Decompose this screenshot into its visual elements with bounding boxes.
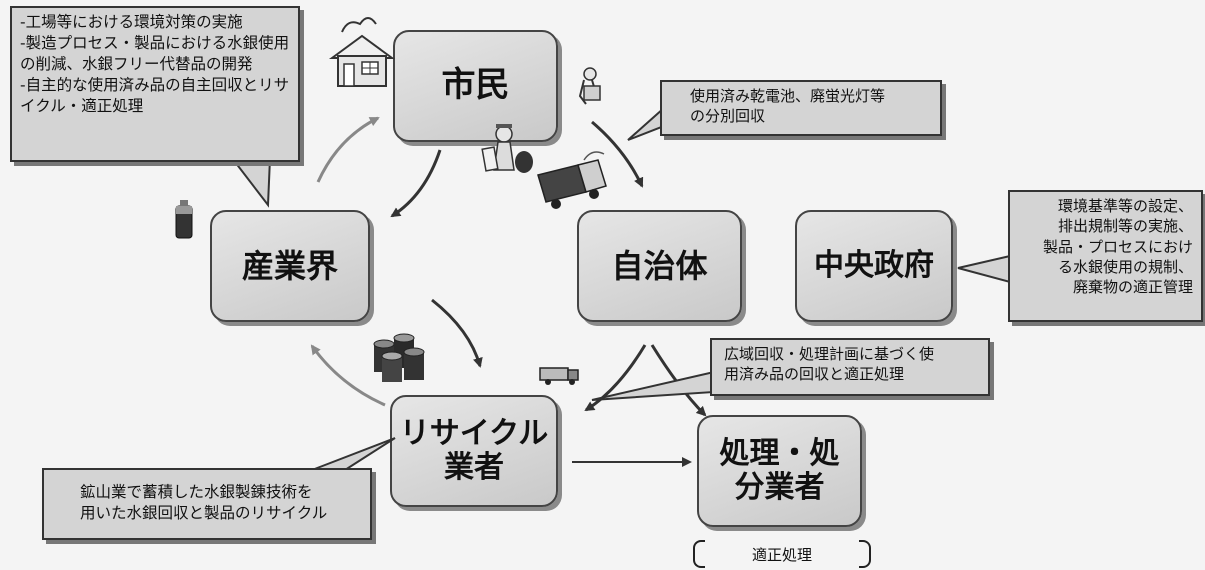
industry-callout: -工場等における環境対策の実施 -製造プロセス・製品における水銀使用の削減、水銀… bbox=[10, 6, 300, 162]
municipality-box: 自治体 bbox=[577, 210, 742, 322]
industry-box: 産業界 bbox=[210, 210, 370, 322]
central-government-box: 中央政府 bbox=[795, 210, 953, 322]
recycler-label: リサイクル 業者 bbox=[399, 415, 549, 485]
municipality-callout: 使用済み乾電池、廃蛍光灯等 の分別回収 bbox=[660, 80, 942, 136]
battery-icon bbox=[175, 200, 193, 239]
disposal-box: 処理・処 分業者 bbox=[697, 415, 862, 527]
barrels-icon bbox=[373, 333, 425, 382]
truck-icon bbox=[537, 151, 607, 209]
arrow-recycler-to-industry bbox=[310, 344, 386, 407]
disposal-label: 処理・処 分業者 bbox=[719, 435, 840, 505]
arrow-citizen-to-industry bbox=[390, 149, 442, 218]
recycler-box: リサイクル 業者 bbox=[390, 395, 558, 507]
worker-icon bbox=[481, 124, 533, 173]
citizen-label: 市民 bbox=[441, 65, 510, 106]
small-truck-icon bbox=[539, 367, 579, 385]
house-icon bbox=[328, 17, 396, 87]
municipality-label: 自治体 bbox=[611, 246, 708, 285]
industry-label: 産業界 bbox=[241, 246, 338, 285]
collection-callout: 広域回収・処理計画に基づく使 用済み品の回収と適正処理 bbox=[710, 338, 990, 396]
arrow-industry-to-recycler bbox=[431, 298, 483, 368]
recycler-callout: 鉱山業で蓄積した水銀製錬技術を 用いた水銀回収と製品のリサイクル bbox=[42, 468, 372, 540]
person-icon bbox=[578, 67, 601, 105]
arrow-citizen-to-municipality bbox=[591, 120, 644, 188]
government-callout: 環境基準等の設定、 排出規制等の実施、 製品・プロセスにおけ る水銀使用の規制、… bbox=[1008, 190, 1203, 322]
central-government-label: 中央政府 bbox=[814, 247, 934, 283]
arrow-industry-to-citizen bbox=[316, 116, 380, 183]
citizen-box: 市民 bbox=[393, 30, 558, 142]
proper-treatment-note: 適正処理 bbox=[693, 538, 871, 570]
arrow-municipality-to-recycler bbox=[584, 344, 647, 412]
